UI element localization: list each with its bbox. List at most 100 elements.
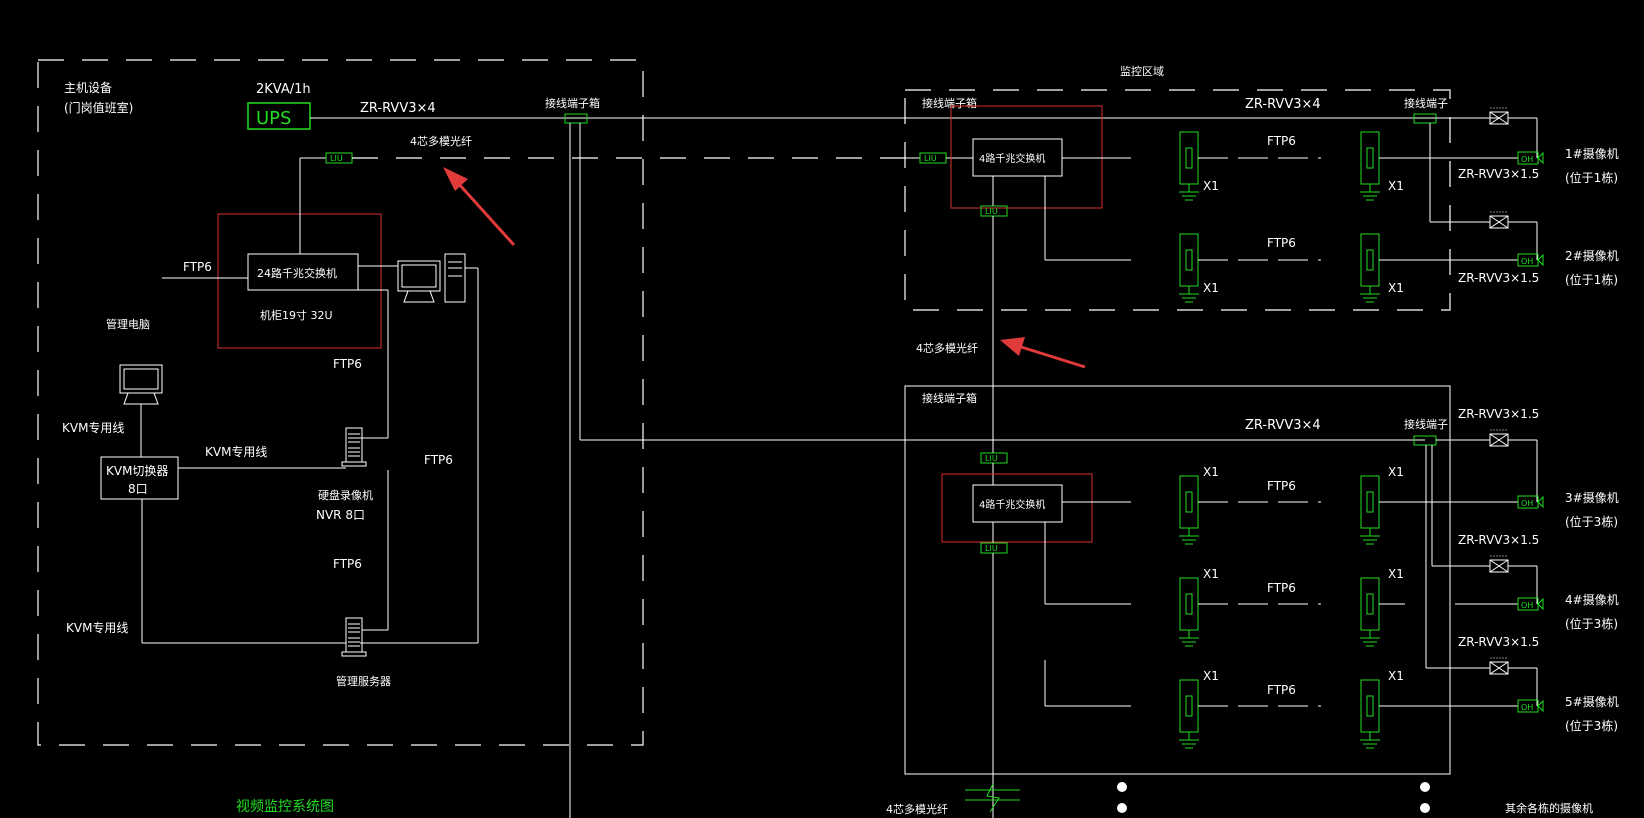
ups-rating: 2KVA/1h <box>256 82 311 97</box>
other-cameras-label: 其余各栋的摄像机 <box>1505 801 1593 815</box>
continuation-dot <box>1117 803 1127 813</box>
camera1-cable: ZR-RVV3×1.5 <box>1458 167 1539 181</box>
camera4-cable: ZR-RVV3×1.5 <box>1458 533 1539 547</box>
workstation-icon <box>397 253 466 303</box>
area-label: 监控区域 <box>1120 64 1164 78</box>
diagram-title: 视频监控系统图 <box>236 799 334 815</box>
kvm-switch-label: KVM切换器 <box>106 464 168 478</box>
zone2-row1-ftp: FTP6 <box>1267 479 1296 493</box>
zone1-row1-spd-right <box>1359 131 1381 201</box>
zone1-boundary <box>904 89 1451 311</box>
zone2-boundary <box>904 385 1451 775</box>
zone2-switch-highlight <box>941 473 1093 543</box>
zone1-row1-x1-left: X1 <box>1203 179 1219 193</box>
annotation-arrow-2 <box>1000 337 1086 369</box>
zone2-row3-spd-right <box>1359 679 1381 749</box>
switch24-box <box>247 253 359 291</box>
camera1-oh: OH <box>1521 155 1533 164</box>
zone1-switch-label: 4路千兆交换机 <box>979 152 1045 165</box>
zone2-row2-x1-left: X1 <box>1203 567 1219 581</box>
switch24-label: 24路千兆交换机 <box>257 266 337 280</box>
zone2-cable-label: ZR-RVV3×4 <box>1245 418 1321 433</box>
server-icon <box>341 617 367 657</box>
zone2-terminal-box-label: 接线端子箱 <box>922 391 977 405</box>
zone1-switch-highlight <box>950 105 1103 209</box>
host-label-line2: (门岗值班室) <box>64 100 133 115</box>
zone1-row1-ftp: FTP6 <box>1267 134 1296 148</box>
zone2-row2-spd-left <box>1178 577 1200 647</box>
zone2-cam3-power-supply <box>1489 429 1509 447</box>
nvr-ports: NVR 8口 <box>316 508 365 522</box>
camera3-cable: ZR-RVV3×1.5 <box>1458 407 1539 421</box>
terminal-box-mid <box>564 113 588 124</box>
camera3-name: 3#摄像机 <box>1565 490 1619 505</box>
zone2-row2-ftp: FTP6 <box>1267 581 1296 595</box>
camera4-oh: OH <box>1521 601 1533 610</box>
ups-box <box>247 102 311 130</box>
ftp-right-label: FTP6 <box>424 453 453 467</box>
zone1-row1-spd-left <box>1178 131 1200 201</box>
zone1-switch-box <box>972 138 1063 177</box>
kvm-line-label-c: KVM专用线 <box>66 620 128 635</box>
continuation-dot <box>1117 782 1127 792</box>
zone1-liu-bottom <box>980 205 1008 217</box>
zone1-cable-label: ZR-RVV3×4 <box>1245 97 1321 112</box>
kvm-line-label-b: KVM专用线 <box>205 444 267 459</box>
bottom-fiber-label: 4芯多模光纤 <box>886 802 948 816</box>
camera2-location: (位于1栋) <box>1565 272 1618 287</box>
nvr-label: 硬盘录像机 <box>318 488 373 502</box>
zone2-row1-spd-right <box>1359 475 1381 545</box>
continuation-dot <box>1420 782 1430 792</box>
nvr-icon <box>341 427 367 467</box>
continuation-dot <box>1420 803 1430 813</box>
camera5-name: 5#摄像机 <box>1565 694 1619 709</box>
zone2-row3-ftp: FTP6 <box>1267 683 1296 697</box>
mgmt-pc-label: 管理电脑 <box>106 317 150 331</box>
zone1-row2-ftp: FTP6 <box>1267 236 1296 250</box>
zone2-row1-spd-left <box>1178 475 1200 545</box>
zone2-liu-top <box>980 452 1008 464</box>
host-label-line1: 主机设备 <box>64 81 112 95</box>
camera5-cable: ZR-RVV3×1.5 <box>1458 635 1539 649</box>
zone2-row1-x1-left: X1 <box>1203 465 1219 479</box>
zone2-liu-bottom <box>980 542 1008 554</box>
camera2-oh: OH <box>1521 257 1533 266</box>
host-power-cable: ZR-RVV3×4 <box>360 101 436 116</box>
zone1-row2-spd-left <box>1178 233 1200 303</box>
liu-host-label: LIU <box>330 154 343 163</box>
zone1-liu-bottom-label: LIU <box>985 207 998 216</box>
camera2-name: 2#摄像机 <box>1565 248 1619 263</box>
zone2-switch-box <box>972 484 1063 523</box>
zone1-row1-x1-right: X1 <box>1388 179 1404 193</box>
ups-label: UPS <box>256 108 291 129</box>
zone2-cam5-power-supply <box>1489 657 1509 675</box>
zone1-terminal-label: 接线端子 <box>1404 96 1448 110</box>
camera2-cable: ZR-RVV3×1.5 <box>1458 271 1539 285</box>
zone1-cam2-power-supply <box>1489 211 1509 229</box>
zone2-liu-bottom-label: LIU <box>985 544 998 553</box>
zone2-switch-label: 4路千兆交换机 <box>979 498 1045 511</box>
zone2-liu-top-label: LIU <box>985 454 998 463</box>
ftp-left-label: FTP6 <box>183 260 212 274</box>
zone2-row2-spd-right <box>1359 577 1381 647</box>
camera5-location: (位于3栋) <box>1565 718 1618 733</box>
annotation-arrow-1 <box>443 167 516 247</box>
kvm-switch-ports: 8口 <box>128 482 148 496</box>
camera3-location: (位于3栋) <box>1565 514 1618 529</box>
zone1-terminal-box-label: 接线端子箱 <box>922 96 977 110</box>
zone2-row1-x1-right: X1 <box>1388 465 1404 479</box>
zone1-row2-x1-right: X1 <box>1388 281 1404 295</box>
zone2-row3-spd-left <box>1178 679 1200 749</box>
fiber-break-symbol <box>965 783 1020 813</box>
ftp-mid-label: FTP6 <box>333 357 362 371</box>
camera1-name: 1#摄像机 <box>1565 146 1619 161</box>
zone2-terminal-label: 接线端子 <box>1404 417 1448 431</box>
fiber-label-host: 4芯多模光纤 <box>410 134 472 148</box>
terminal-box-mid-label: 接线端子箱 <box>545 96 600 110</box>
ftp-lower-label: FTP6 <box>333 557 362 571</box>
zone1-row2-x1-left: X1 <box>1203 281 1219 295</box>
zone1-liu-left-label: LIU <box>924 154 937 163</box>
zone2-cam4-power-supply <box>1489 555 1509 573</box>
zone2-row2-x1-right: X1 <box>1388 567 1404 581</box>
